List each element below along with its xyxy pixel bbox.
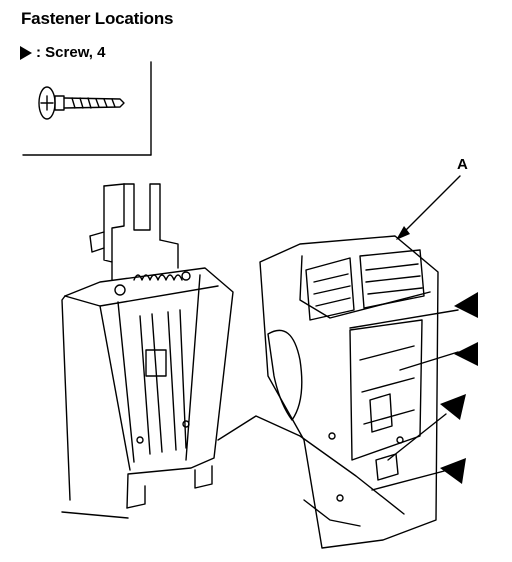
screw-marker-2 <box>454 342 478 366</box>
leader-line-a <box>399 175 461 237</box>
callout-label-a: A <box>457 156 468 173</box>
screw-marker-1 <box>454 292 478 318</box>
leader-line-3 <box>387 413 447 461</box>
legend-label: : Screw, 4 <box>36 44 106 61</box>
console-panel-a <box>259 235 439 549</box>
screw-icon <box>38 86 125 120</box>
screw-marker-3 <box>440 394 466 420</box>
page-title: Fastener Locations <box>21 9 174 28</box>
leader-line-4 <box>371 469 449 491</box>
triangle-pointer-icon <box>20 45 32 60</box>
connector-line <box>217 415 405 515</box>
screw-marker-4 <box>440 458 466 484</box>
legend-box <box>22 61 152 156</box>
legend: : Screw, 4 <box>19 44 105 61</box>
arrow-a-head <box>396 226 410 240</box>
left-panel <box>61 183 234 519</box>
leader-line-1 <box>349 309 459 329</box>
leader-line-2 <box>399 351 459 371</box>
